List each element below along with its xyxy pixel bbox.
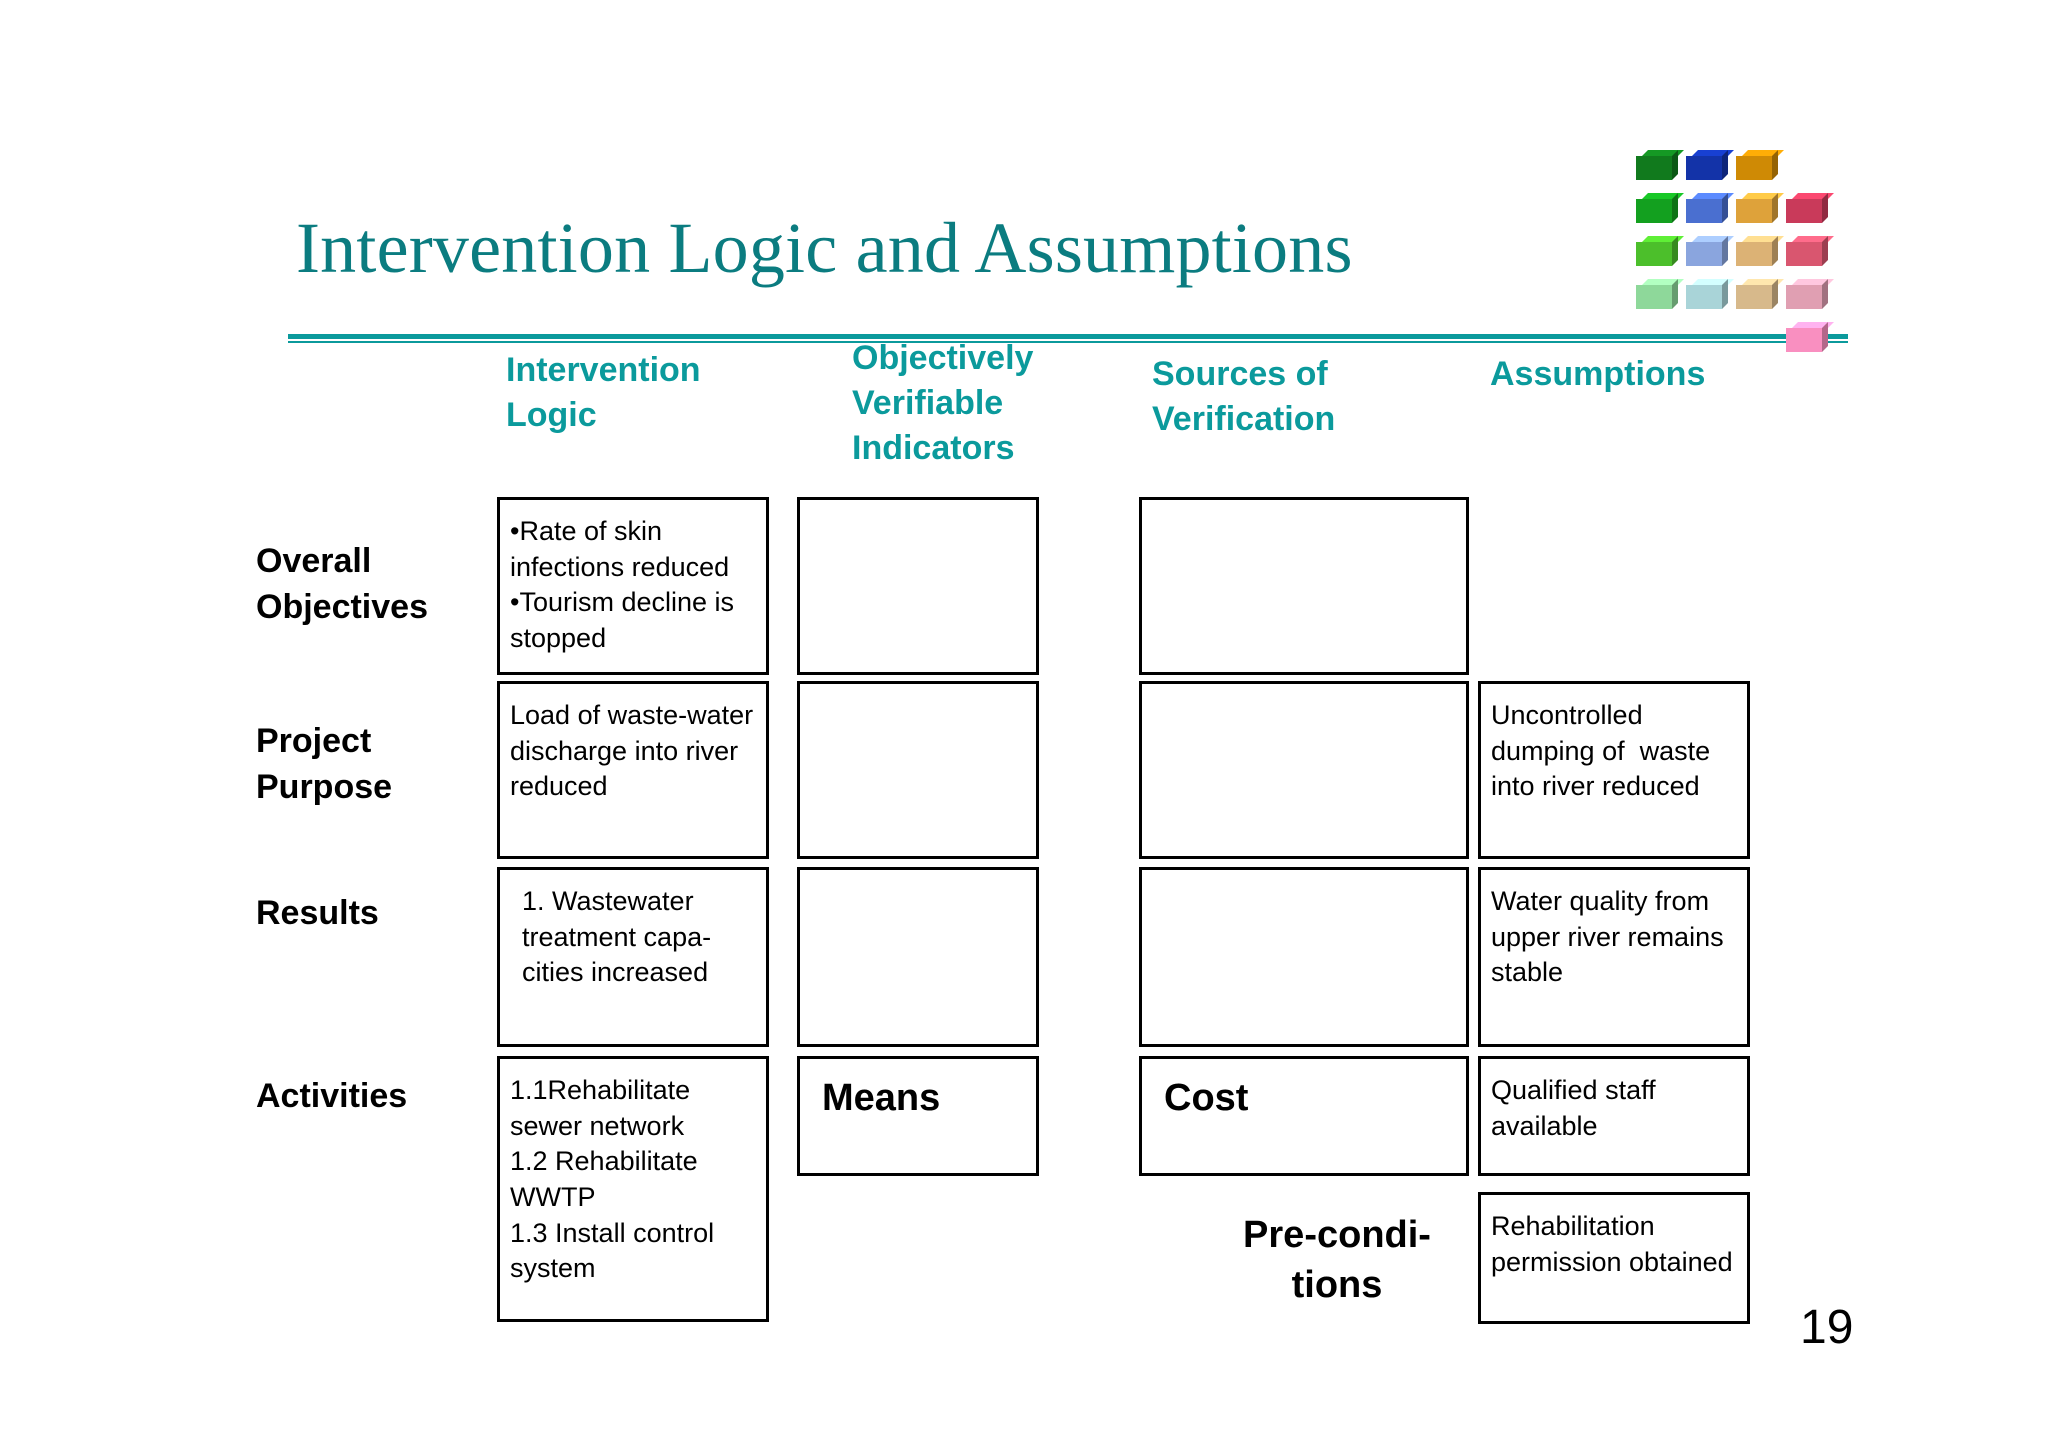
logo-block-side-face <box>1722 150 1728 180</box>
title-divider-thick <box>288 334 1848 339</box>
cell-text: •Rate of skin infections reduced •Touris… <box>510 516 735 653</box>
matrix-cell-project-purpose-ovi[interactable] <box>797 681 1039 859</box>
logo-block-red-1 <box>1786 193 1834 223</box>
cell-text <box>800 500 1036 514</box>
logo-block-orange-0 <box>1736 150 1784 180</box>
logo-block-red-4 <box>1786 322 1834 352</box>
cell-text-means: Means <box>822 1077 941 1119</box>
logo-block-front-face <box>1736 285 1772 309</box>
logo-block-orange-2 <box>1736 236 1784 266</box>
cell-text: Rehabilitation permission obtained <box>1491 1211 1733 1277</box>
cell-text <box>800 684 1036 698</box>
logo-block-side-face <box>1822 322 1828 352</box>
logo-block-blue-0 <box>1686 150 1734 180</box>
row-label-activities: Activities <box>256 1077 408 1115</box>
matrix-cell-preconditions-assumptions[interactable]: Rehabilitation permission obtained <box>1478 1192 1750 1324</box>
matrix-cell-project-purpose-intervention-logic[interactable]: Load of waste-water discharge into river… <box>497 681 769 859</box>
matrix-cell-activities-assumptions[interactable]: Qualified staff available <box>1478 1056 1750 1176</box>
logo-block-green-2 <box>1636 236 1684 266</box>
logo-block-red-2 <box>1786 236 1834 266</box>
cell-text: 1. Wastewater treatment capa-cities incr… <box>522 886 712 988</box>
logo-block-front-face <box>1736 242 1772 266</box>
row-label-overall-objectives: Overall Objectives <box>256 542 428 627</box>
logo-block-front-face <box>1636 285 1672 309</box>
cell-text-cost: Cost <box>1164 1077 1249 1119</box>
logo-block-front-face <box>1686 242 1722 266</box>
cell-text: Uncontrolled dumping of waste into river… <box>1491 700 1718 802</box>
matrix-cell-overall-objectives-intervention-logic[interactable]: •Rate of skin infections reduced •Touris… <box>497 497 769 675</box>
logo-block-front-face <box>1636 156 1672 180</box>
logo-block-side-face <box>1672 193 1678 223</box>
cell-text: Qualified staff available <box>1491 1075 1664 1141</box>
logo-block-side-face <box>1772 279 1778 309</box>
stacked-blocks-logo <box>1636 150 1850 352</box>
logo-block-blue-1 <box>1686 193 1734 223</box>
preconditions-label: Pre-condi- tions <box>1243 1214 1431 1307</box>
title-divider-thin <box>288 341 1848 343</box>
logo-block-front-face <box>1686 285 1722 309</box>
column-header-intervention-logic: Intervention Logic <box>506 351 701 434</box>
column-header-objectively-verifiable-indicators: Objectively Verifiable Indicators <box>852 339 1034 467</box>
logo-block-green-0 <box>1636 150 1684 180</box>
logo-block-green-3 <box>1636 279 1684 309</box>
logo-block-side-face <box>1672 236 1678 266</box>
cell-text: Load of waste-water discharge into river… <box>510 700 761 802</box>
logo-block-front-face <box>1786 242 1822 266</box>
cell-text <box>1142 684 1466 698</box>
matrix-cell-overall-objectives-sov[interactable] <box>1139 497 1469 675</box>
logo-block-front-face <box>1636 199 1672 223</box>
logo-block-side-face <box>1772 150 1778 180</box>
matrix-cell-results-assumptions[interactable]: Water quality from upper river remains s… <box>1478 867 1750 1047</box>
matrix-cell-results-sov[interactable] <box>1139 867 1469 1047</box>
logo-block-side-face <box>1672 150 1678 180</box>
matrix-cell-results-intervention-logic[interactable]: 1. Wastewater treatment capa-cities incr… <box>497 867 769 1047</box>
matrix-cell-overall-objectives-ovi[interactable] <box>797 497 1039 675</box>
matrix-cell-project-purpose-assumptions[interactable]: Uncontrolled dumping of waste into river… <box>1478 681 1750 859</box>
logo-block-front-face <box>1686 156 1722 180</box>
logo-block-orange-1 <box>1736 193 1784 223</box>
logo-block-front-face <box>1786 328 1822 352</box>
matrix-cell-activities-means[interactable]: Means <box>797 1056 1039 1176</box>
cell-text <box>800 870 1036 884</box>
cell-text <box>1142 500 1466 514</box>
logo-block-green-1 <box>1636 193 1684 223</box>
column-header-sources-of-verification: Sources of Verification <box>1152 355 1336 438</box>
logo-block-side-face <box>1772 193 1778 223</box>
cell-text: Water quality from upper river remains s… <box>1491 886 1732 988</box>
logo-block-side-face <box>1822 193 1828 223</box>
matrix-cell-project-purpose-sov[interactable] <box>1139 681 1469 859</box>
logo-block-side-face <box>1722 193 1728 223</box>
logo-block-front-face <box>1736 199 1772 223</box>
logo-block-orange-3 <box>1736 279 1784 309</box>
page-title: Intervention Logic and Assumptions <box>296 208 1353 288</box>
row-label-project-purpose: Project Purpose <box>256 722 393 807</box>
logo-block-front-face <box>1736 156 1772 180</box>
cell-text <box>1142 870 1466 884</box>
row-label-results: Results <box>256 894 379 932</box>
logo-block-blue-2 <box>1686 236 1734 266</box>
logo-block-front-face <box>1686 199 1722 223</box>
logo-block-side-face <box>1822 279 1828 309</box>
title-divider <box>288 334 1848 343</box>
logo-block-side-face <box>1672 279 1678 309</box>
logo-block-red-3 <box>1786 279 1834 309</box>
logo-block-blue-3 <box>1686 279 1734 309</box>
logo-block-side-face <box>1722 236 1728 266</box>
matrix-cell-results-ovi[interactable] <box>797 867 1039 1047</box>
logo-block-front-face <box>1636 242 1672 266</box>
matrix-cell-activities-intervention-logic[interactable]: 1.1Rehabilitate sewer network 1.2 Rehabi… <box>497 1056 769 1322</box>
logo-block-front-face <box>1786 285 1822 309</box>
logo-block-front-face <box>1786 199 1822 223</box>
logo-block-side-face <box>1772 236 1778 266</box>
matrix-cell-activities-cost[interactable]: Cost <box>1139 1056 1469 1176</box>
logo-block-side-face <box>1722 279 1728 309</box>
logo-block-side-face <box>1822 236 1828 266</box>
page-number: 19 <box>1800 1301 1854 1354</box>
column-header-assumptions: Assumptions <box>1490 355 1706 393</box>
cell-text: 1.1Rehabilitate sewer network 1.2 Rehabi… <box>510 1075 715 1284</box>
